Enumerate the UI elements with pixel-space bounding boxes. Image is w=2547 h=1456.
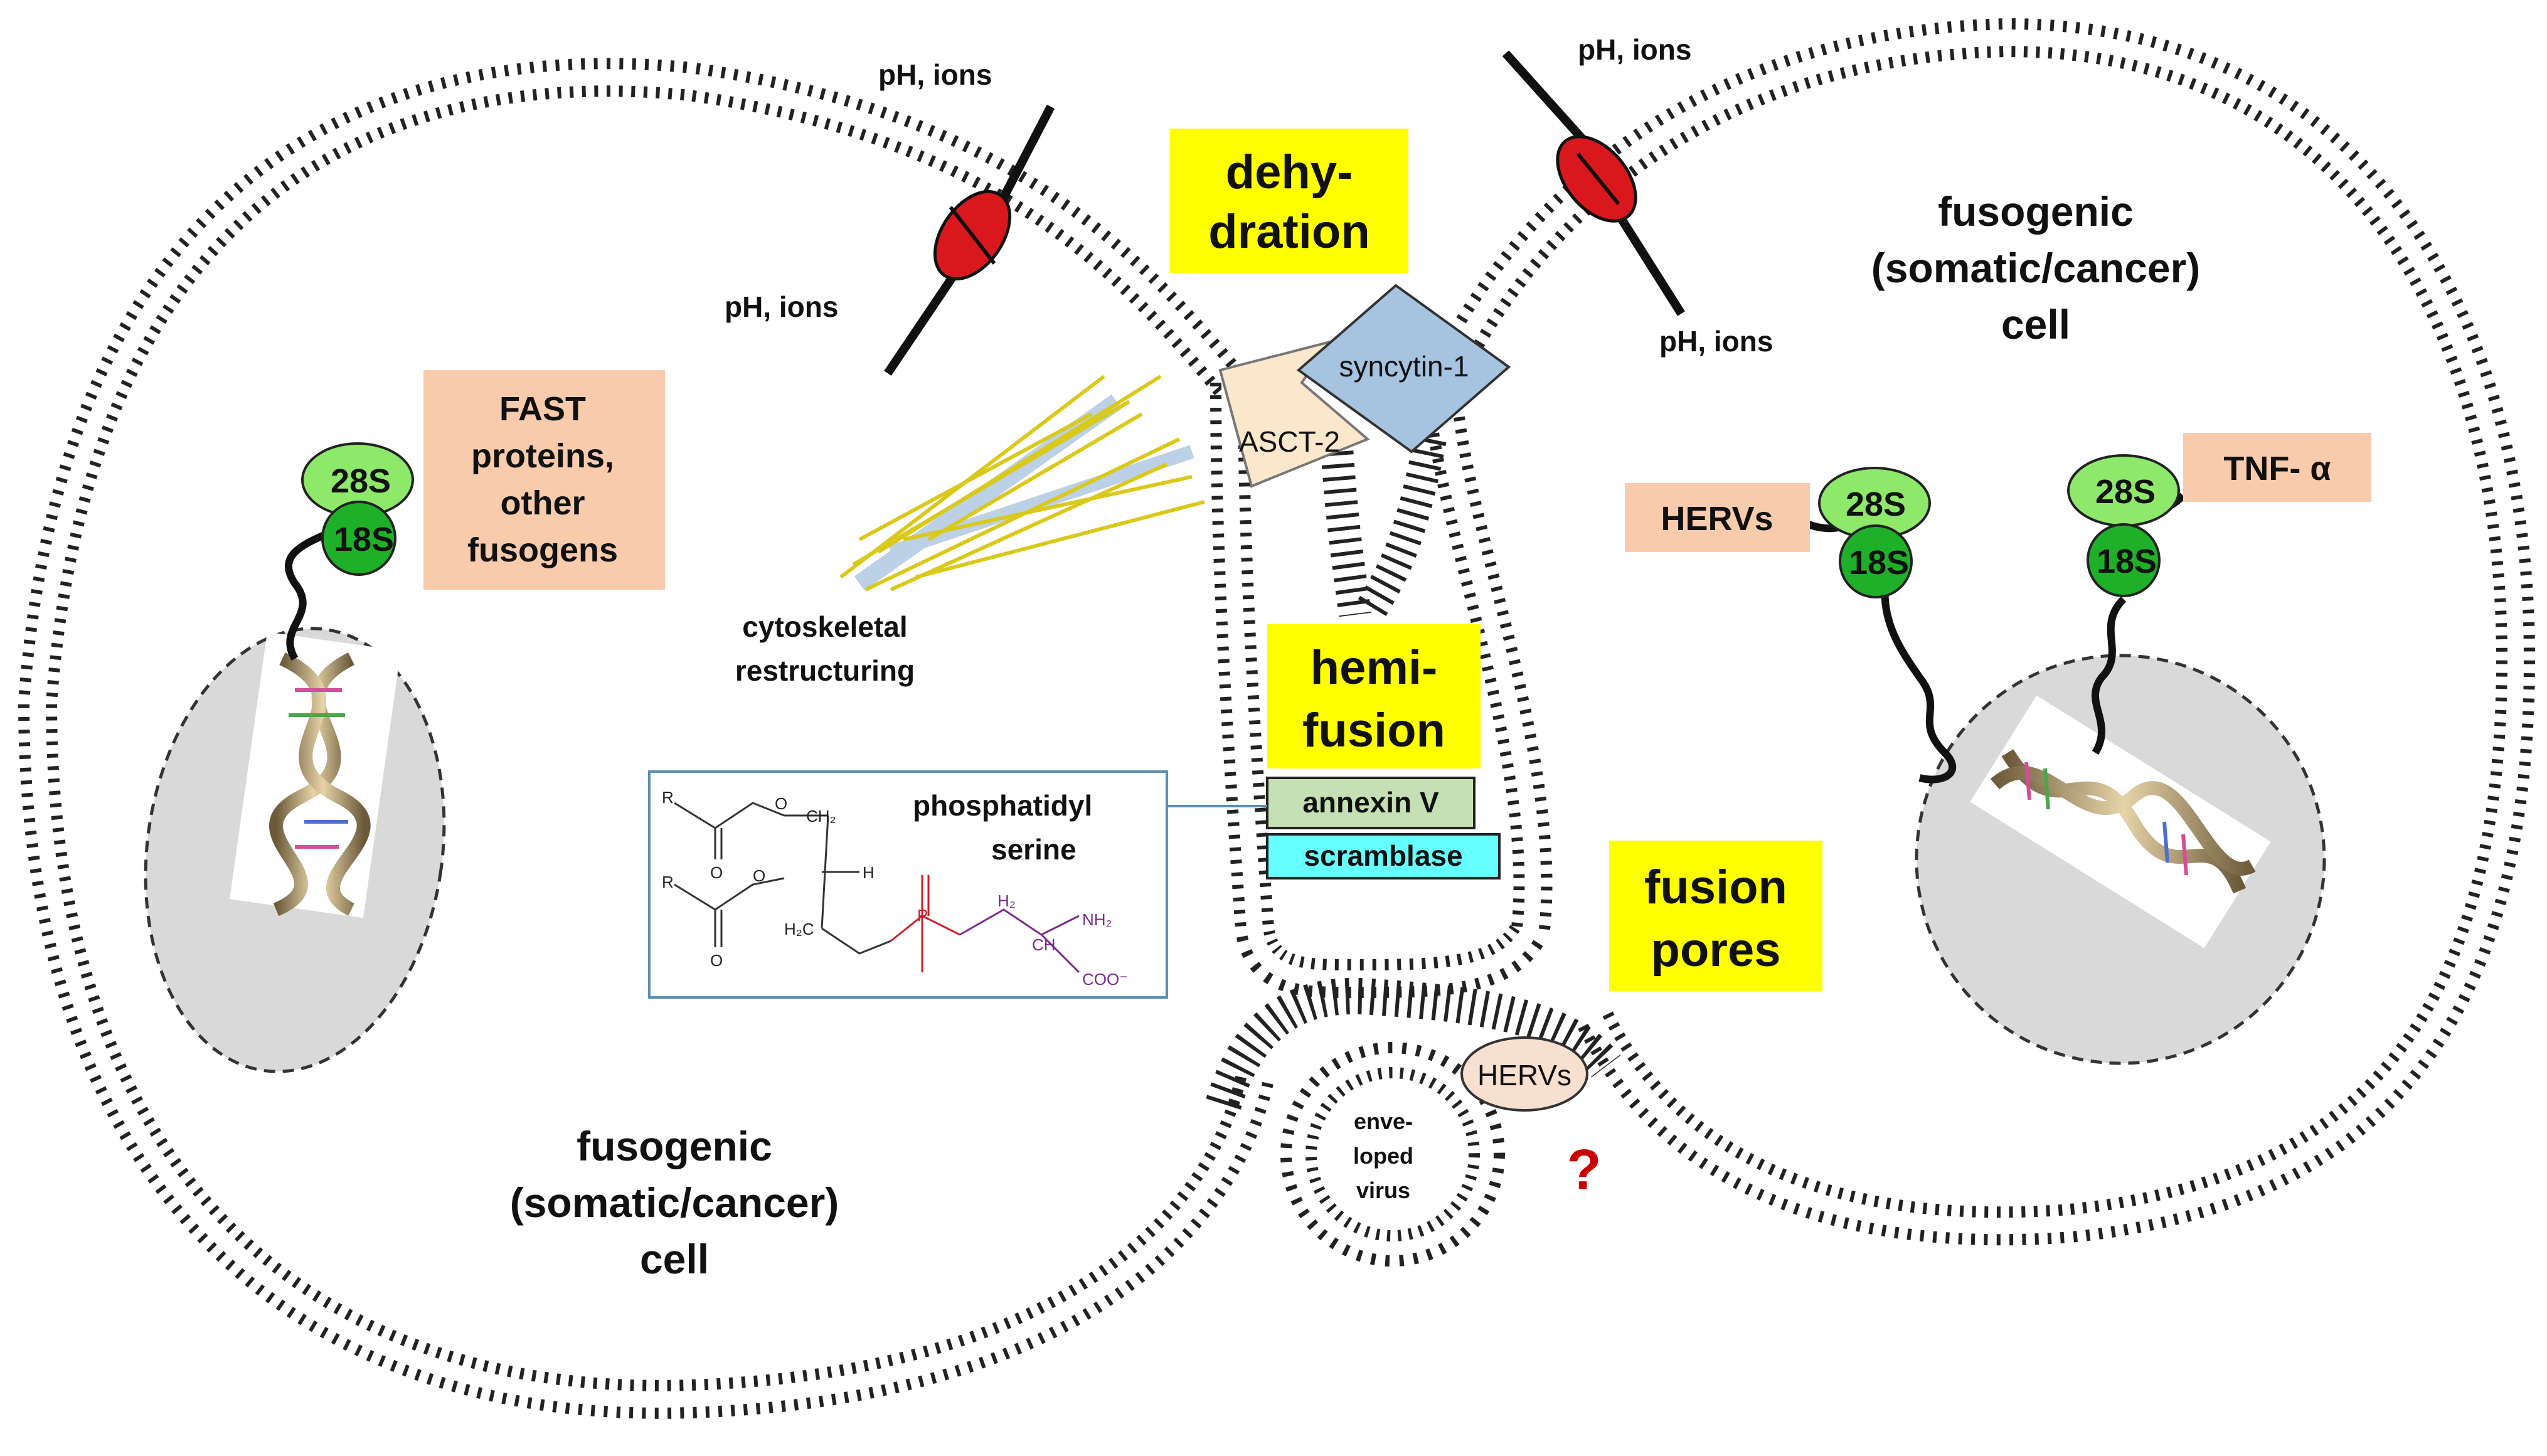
chem-h2: H₂ — [997, 891, 1016, 910]
scramblase-label: scramblase — [1304, 839, 1462, 872]
chem-ch: CH — [1032, 935, 1056, 954]
left-cell-label-1: fusogenic — [577, 1123, 772, 1169]
right-cell-membrane — [1425, 18, 2536, 1246]
scramblase-box — [1266, 833, 1501, 879]
enveloped-virus — [1206, 977, 1621, 1267]
right-ribosome-18s-a — [1839, 524, 1913, 598]
right-cell-label-1: fusogenic — [1938, 188, 2134, 235]
hervs-virus-label: HERVs — [1477, 1059, 1571, 1092]
annexin-v-label: annexin V — [1302, 786, 1439, 819]
mid-28s-label: 28S — [1846, 486, 1906, 523]
right-18s-label: 18S — [2097, 543, 2157, 580]
fast-label-4: fusogens — [467, 531, 618, 569]
hemifusion-label-1: hemi- — [1311, 641, 1438, 694]
asct2-receptor — [1218, 339, 1370, 488]
right-cell-label-2: (somatic/cancer) — [1871, 245, 2201, 291]
right-28s-label: 28S — [2095, 473, 2156, 511]
phosphatidylserine-panel: R R O O O O CH₂ H H₂C P H₂ CH NH₂ COO⁻ p… — [648, 770, 1267, 999]
chem-h: H — [863, 863, 875, 882]
left-ribosome-18s — [321, 501, 396, 576]
cytoskeletal-label-1: cytoskeletal — [742, 610, 907, 643]
left-cell-membrane — [18, 58, 1274, 1419]
cytoskeletal-label-2: restructuring — [735, 654, 915, 687]
syncytin-1-label: syncytin-1 — [1339, 350, 1469, 383]
fast-label-3: other — [501, 484, 585, 522]
fusion-pores-label-1: fusion — [1644, 861, 1787, 914]
left-18s-label: 18S — [334, 521, 394, 558]
right-cell-label-3: cell — [2001, 301, 2070, 348]
fast-label-1: FAST — [499, 390, 586, 428]
fast-proteins-box — [423, 370, 665, 590]
fusion-pores-box — [1609, 841, 1822, 991]
hemifusion-label-2: fusion — [1302, 704, 1445, 757]
hervs-label: HERVs — [1661, 500, 1773, 538]
chem-o4: O — [753, 866, 765, 885]
virus-label-1: enve- — [1354, 1108, 1413, 1134]
left-dna-helix — [230, 632, 401, 918]
chem-r1: R — [662, 788, 674, 807]
fusion-pores-label-2: pores — [1651, 923, 1781, 977]
dehydration-label-2: dration — [1208, 205, 1370, 258]
chem-o2: O — [710, 951, 723, 970]
chem-nh2: NH₂ — [1082, 910, 1112, 929]
fusion-stalk — [1210, 382, 1553, 999]
mid-18s-label: 18S — [1849, 544, 1909, 582]
ph-ions-label-top-right: pH, ions — [1578, 33, 1691, 66]
chem-ch2: CH₂ — [806, 807, 836, 826]
ph-ions-label-top-left: pH, ions — [878, 58, 992, 91]
serine-label: serine — [991, 833, 1077, 866]
dehydration-box — [1170, 129, 1408, 273]
left-cell-label-2: (somatic/cancer) — [510, 1179, 839, 1226]
virus-label-3: virus — [1356, 1177, 1410, 1203]
hemifusion-box — [1267, 624, 1481, 768]
left-28s-label: 28S — [331, 462, 391, 500]
chem-h2c: H₂C — [784, 920, 814, 938]
asct2-label: ASCT-2 — [1239, 425, 1340, 458]
tnf-alpha-box — [2183, 433, 2371, 502]
right-ribosome-18s-b — [2087, 523, 2161, 597]
tnf-alpha-label: TNF- α — [2223, 450, 2331, 487]
chem-r2: R — [662, 873, 674, 891]
syncytin-1-protein — [1296, 284, 1511, 454]
hervs-virus-badge — [1460, 1036, 1588, 1112]
chem-p: P — [917, 906, 928, 925]
left-cell-label-3: cell — [640, 1236, 709, 1282]
chem-o3: O — [775, 794, 787, 813]
ph-ions-label-left: pH, ions — [725, 290, 838, 323]
ion-channel-left — [884, 104, 1055, 376]
question-mark: ? — [1567, 1139, 1602, 1201]
annexin-v-box — [1266, 777, 1476, 829]
chem-o1: O — [710, 863, 723, 882]
virus-label-2: loped — [1353, 1143, 1413, 1169]
ion-channel-right — [1502, 50, 1685, 316]
dehydration-label-1: dehy- — [1226, 146, 1353, 199]
hervs-box — [1625, 483, 1810, 552]
ph-ions-label-right: pH, ions — [1659, 325, 1773, 358]
phosphatidyl-label: phosphatidyl — [913, 789, 1092, 822]
cytoskeleton-fibers — [839, 375, 1205, 592]
fast-label-2: proteins, — [471, 437, 614, 475]
right-dna-helix — [1970, 695, 2271, 949]
chem-coo: COO⁻ — [1082, 970, 1128, 989]
